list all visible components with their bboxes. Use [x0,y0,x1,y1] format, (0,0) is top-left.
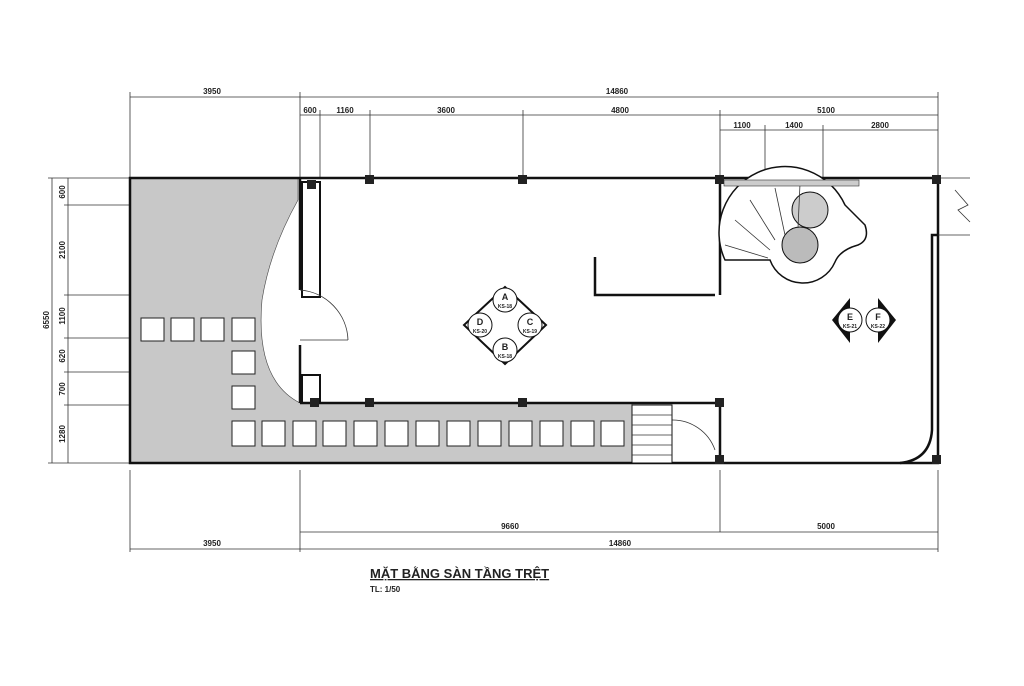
section-c-letter: C [527,317,534,327]
dim-left-3: 1100 [58,307,67,325]
section-c-ref: KS-19 [523,329,537,335]
left-dimensions: 6550 600 2100 1100 620 700 1280 [42,177,130,464]
dim-bottom-1: 9660 [501,522,519,531]
dim-top-5: 5100 [817,106,835,115]
dim-top-1: 600 [303,106,317,115]
dim-top-front: 3950 [203,87,221,96]
section-b-ref: KS-18 [498,354,512,360]
dim-left-2: 2100 [58,241,67,259]
dim-left-total: 6550 [42,311,51,329]
section-f-letter: F [875,312,881,322]
dim-bottom-2: 5000 [817,522,835,531]
dim-bottom-front: 3950 [203,539,221,548]
bottom-dimensions: 9660 5000 3950 14860 [129,470,939,552]
section-marks-ef: E KS-21 F KS-22 [832,298,896,343]
dim-top-3: 3600 [437,106,455,115]
section-d-ref: KS-20 [473,329,487,335]
dim-top-total: 14860 [606,87,629,96]
dim-left-4: 620 [58,349,67,363]
columns [307,175,941,464]
dim-left-6: 1280 [58,425,67,443]
top-dimensions: 3950 14860 600 1160 3600 4800 5100 1100 … [129,87,939,178]
dim-stair-1: 1100 [733,121,751,130]
drawing-scale: TL: 1/50 [370,585,401,594]
drawing-title: MẶT BẰNG SÀN TẦNG TRỆT [370,566,549,581]
spiral-staircase [718,165,868,284]
section-e-letter: E [847,312,853,322]
section-marks-abcd: A KS-18 B KS-18 C KS-19 D KS-20 [462,285,548,366]
dim-stair-3: 2800 [871,121,889,130]
straight-staircase [631,404,673,464]
section-a-letter: A [502,292,509,302]
dim-top-4: 4800 [611,106,629,115]
dim-top-2: 1160 [336,106,354,115]
section-a-ref: KS-18 [498,304,512,310]
stepping-tiles [140,317,625,447]
section-e-ref: KS-21 [843,324,857,330]
dim-left-1: 600 [58,185,67,199]
section-f-ref: KS-22 [871,324,885,330]
dim-stair-2: 1400 [785,121,803,130]
dim-bottom-total: 14860 [609,539,632,548]
section-d-letter: D [477,317,484,327]
section-b-letter: B [502,342,509,352]
dim-left-5: 700 [58,382,67,396]
